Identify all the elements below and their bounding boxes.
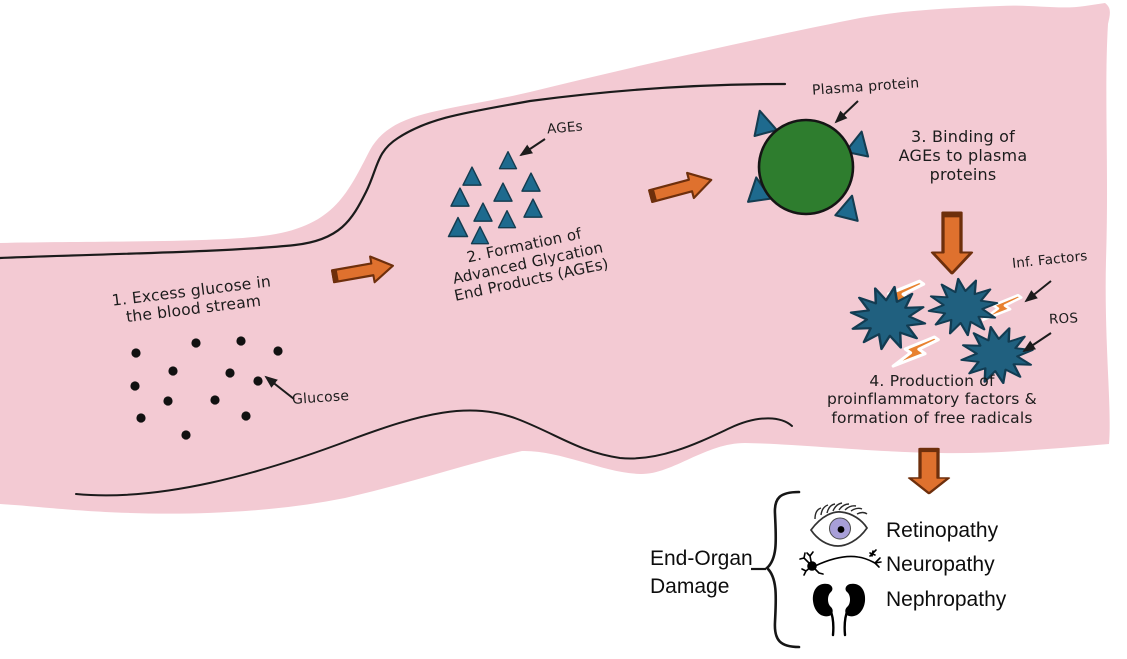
retinopathy-label: Retinopathy (886, 519, 999, 542)
arrow-step4-to-end-organ (907, 446, 951, 496)
ros-label: ROS (1048, 310, 1079, 328)
end-organ-line1: End-Organ (650, 547, 753, 570)
pupil (837, 526, 845, 533)
neuron-icon (799, 549, 882, 576)
inf-factors-pointer-arrow (1024, 280, 1052, 303)
glucose-dots (130, 336, 283, 440)
step4-line2: proinflammatory factors & (827, 390, 1037, 409)
step4-line1: 4. Production of (869, 372, 995, 390)
neuropathy-label: Neuropathy (886, 553, 995, 576)
step4-line3: formation of free radicals (831, 408, 1033, 427)
step3-line1: 3. Binding of (911, 127, 1015, 146)
step3-caption: 3. Binding of AGEs to plasma proteins (893, 127, 1033, 185)
ages-pointer-arrow (519, 138, 546, 157)
ages-label: AGEs (546, 118, 584, 138)
kidneys-icon (812, 583, 866, 637)
eyelashes (814, 502, 868, 520)
step4-caption: 4. Production of proinflammatory factors… (820, 372, 1044, 427)
eye-icon (809, 502, 869, 547)
end-organ-brace (765, 490, 801, 649)
glucose-pointer-arrow (264, 375, 295, 400)
end-organ-damage-title: End-Organ Damage (650, 545, 753, 602)
vessel-wall-lower-line (75, 409, 793, 497)
end-organ-line2: Damage (650, 575, 730, 599)
step3-line3: proteins (929, 164, 997, 184)
plasma-protein-circle (757, 118, 855, 216)
vessel-wall-upper-line (0, 82, 787, 260)
nephropathy-label: Nephropathy (886, 588, 1007, 611)
ros-pointer-arrow (1022, 332, 1052, 353)
plasma-protein-pointer-arrow (834, 100, 859, 124)
step3-line2: AGEs to plasma (898, 145, 1028, 165)
